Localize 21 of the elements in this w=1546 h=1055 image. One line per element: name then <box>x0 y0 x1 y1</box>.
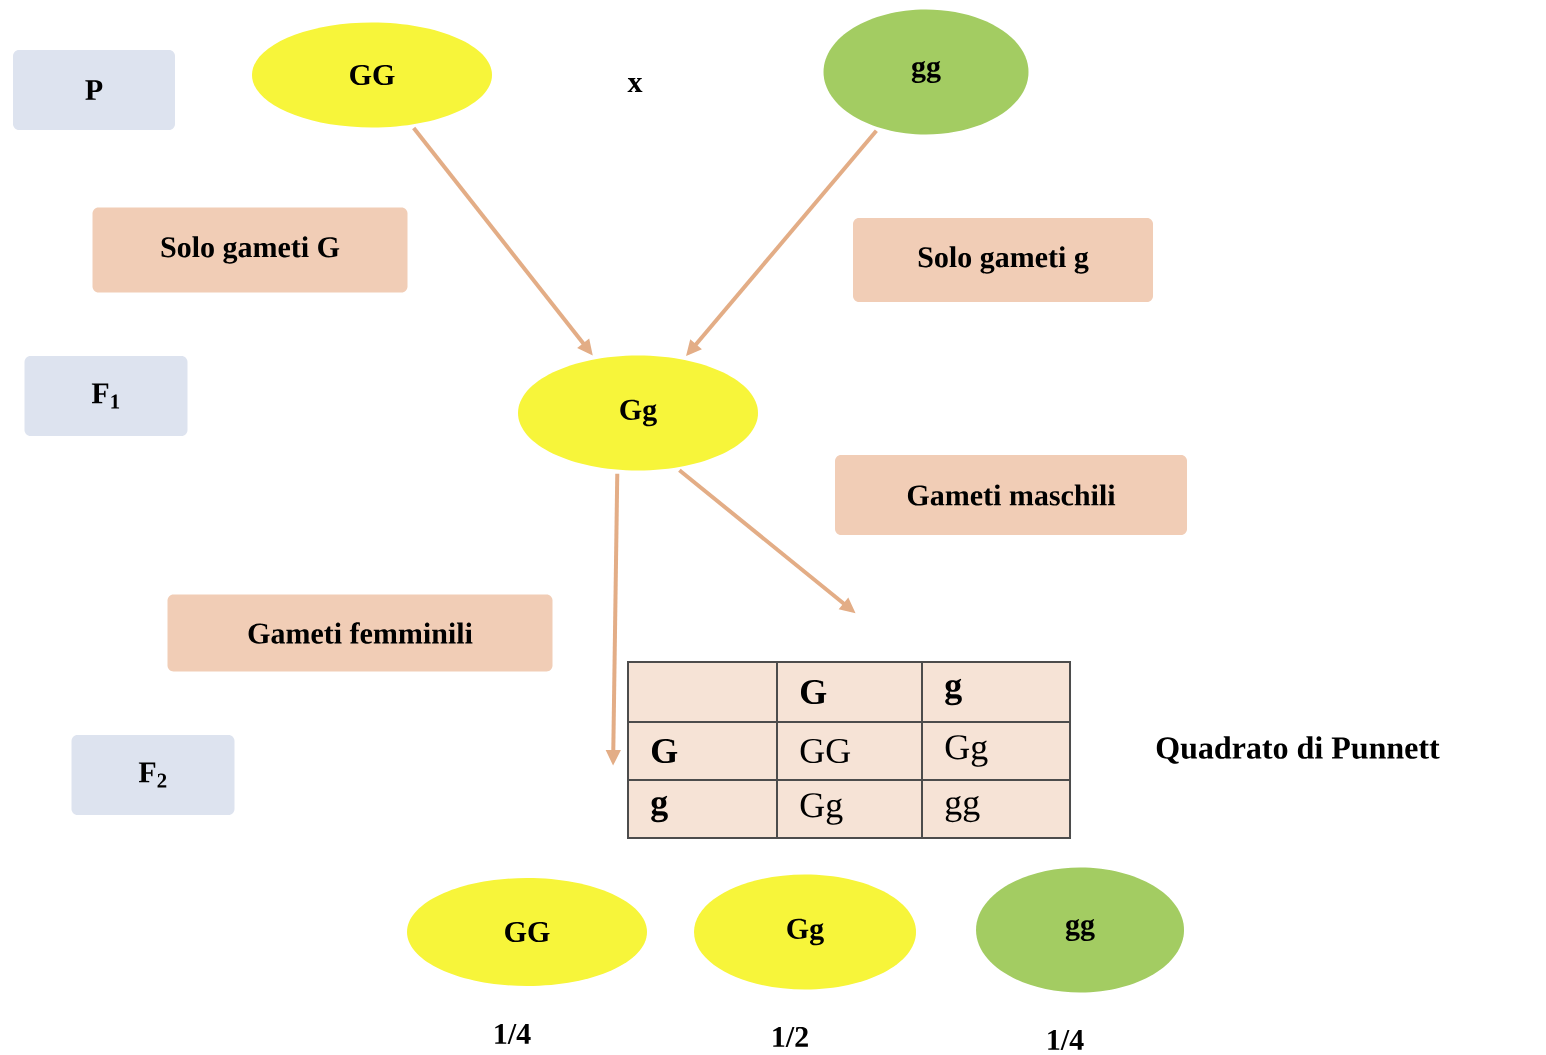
generation-box: F$_{1}$ <box>24 356 188 436</box>
table-cell: G <box>800 679 827 705</box>
generation-box: P <box>13 50 175 130</box>
punnett-table <box>627 661 1071 839</box>
gamete-box: Gameti femminili <box>167 594 553 672</box>
ratio-label: 1/4 <box>495 1023 531 1045</box>
cross-symbol: x <box>627 78 643 92</box>
table-cell: G <box>651 738 678 764</box>
table-cell: g <box>945 678 962 706</box>
ratio-label: 1/2 <box>773 1026 808 1048</box>
gamete-box: Gameti maschili <box>835 455 1187 535</box>
generation-box: F$_{2}$ <box>71 735 235 815</box>
ratio-label: 1/4 <box>1048 1029 1084 1051</box>
table-cell: gg <box>945 795 980 823</box>
table-cell: Gg <box>800 793 843 825</box>
table-caption: Quadrato di Punnett <box>1156 736 1440 764</box>
table-cell: Gg <box>945 735 988 767</box>
gamete-box: Solo gameti G <box>92 207 408 293</box>
gamete-box: Solo gameti g <box>853 218 1153 302</box>
table-cell: g <box>651 795 668 823</box>
table-cell: GG <box>800 738 851 764</box>
